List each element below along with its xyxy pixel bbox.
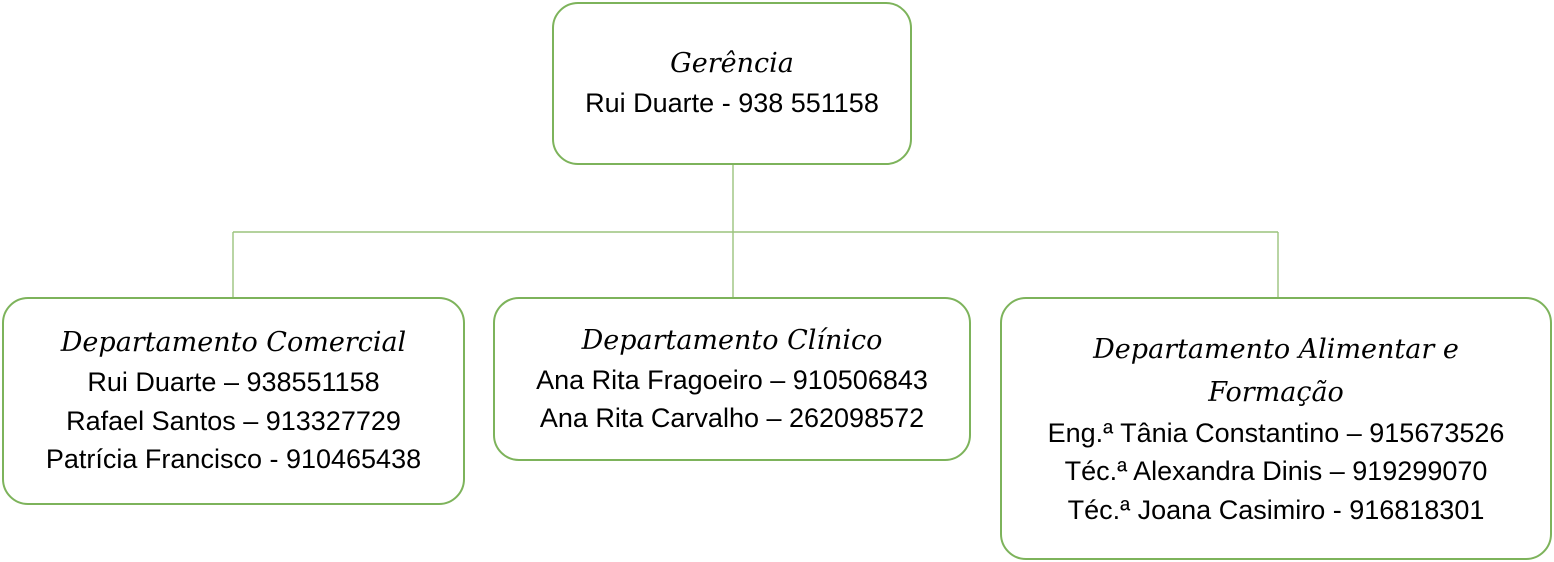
node-departamento-comercial: Departamento Comercial Rui Duarte – 9385… [2,297,465,505]
member-item: Rui Duarte – 938551158 [87,367,380,398]
member-item: Rafael Santos – 913327729 [66,405,401,436]
node-title: Gerência [670,48,794,80]
member-item: Rui Duarte - 938 551158 [585,88,879,119]
member-item: Patrícia Francisco - 910465438 [45,444,422,475]
member-item: Eng.ª Tânia Constantino – 915673526 [1047,417,1505,448]
member-item: Ana Rita Carvalho – 262098572 [539,403,925,433]
member-item: Téc.ª Alexandra Dinis – 919299070 [1064,456,1488,487]
node-title-line: Formação [1208,376,1344,408]
node-title: Departamento Comercial [60,327,407,359]
node-title: Departamento Clínico [581,324,883,356]
member-item: Ana Rita Fragoeiro – 910506843 [536,364,928,395]
member-item: Téc.ª Joana Casimiro - 916818301 [1067,494,1485,525]
node-departamento-clinico: Departamento Clínico Ana Rita Fragoeiro … [493,297,971,461]
node-gerencia: Gerência Rui Duarte - 938 551158 [552,2,912,165]
node-departamento-alimentar: Departamento Alimentar e Formação Eng.ª … [1000,297,1552,560]
node-title-line: Departamento Alimentar e [1093,333,1459,365]
